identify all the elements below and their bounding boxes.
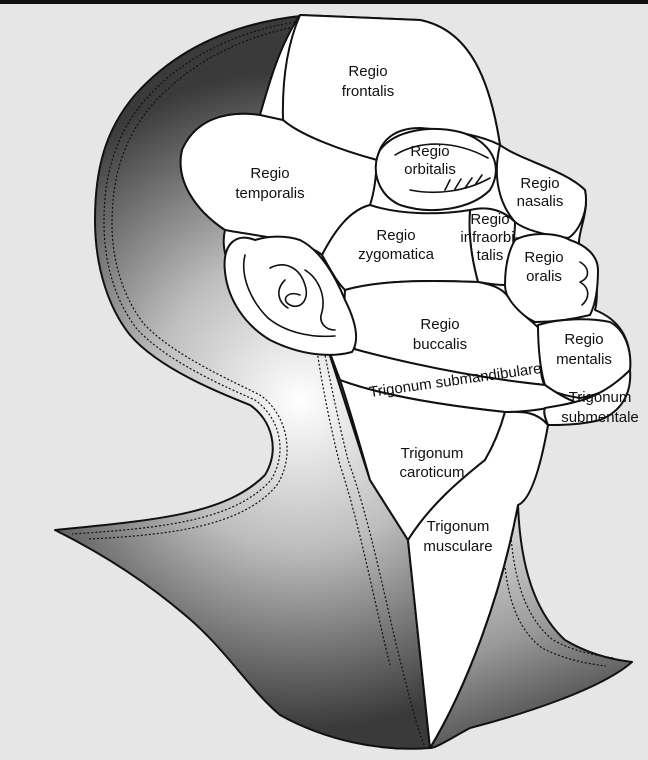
label-frontalis-line1: Regio — [348, 63, 387, 80]
label-infraorbitalis-line3: talis — [477, 247, 504, 264]
label-buccalis-line1: Regio — [420, 316, 459, 333]
label-orbitalis-line1: Regio — [410, 143, 449, 160]
label-nasalis-line2: nasalis — [517, 193, 564, 210]
label-temporalis-line1: Regio — [250, 165, 289, 182]
label-oralis-line1: Regio — [524, 249, 563, 266]
label-musculare-line2: musculare — [423, 538, 492, 555]
label-zygomatica-line1: Regio — [376, 227, 415, 244]
label-frontalis-line2: frontalis — [342, 83, 395, 100]
label-zygomatica-line2: zygomatica — [358, 246, 435, 263]
label-submentale-line1: Trigonum — [569, 389, 632, 406]
label-infraorbitalis-line2: infraorbi- — [460, 229, 519, 246]
label-temporalis-line2: temporalis — [235, 185, 304, 202]
label-submandibulare: Trigonum submandibulare — [368, 360, 542, 401]
label-submentale-line2: submentale — [561, 409, 639, 426]
label-infraorbitalis-line1: Regio — [470, 211, 509, 228]
label-caroticum-line1: Trigonum — [401, 445, 464, 462]
label-mentalis-line2: mentalis — [556, 351, 612, 368]
label-orbitalis-line2: orbitalis — [404, 161, 456, 178]
label-oralis-line2: oralis — [526, 268, 562, 285]
label-buccalis-line2: buccalis — [413, 336, 467, 353]
label-mentalis-line1: Regio — [564, 331, 603, 348]
label-musculare-line1: Trigonum — [427, 518, 490, 535]
label-caroticum-line2: caroticum — [399, 464, 464, 481]
label-nasalis-line1: Regio — [520, 175, 559, 192]
